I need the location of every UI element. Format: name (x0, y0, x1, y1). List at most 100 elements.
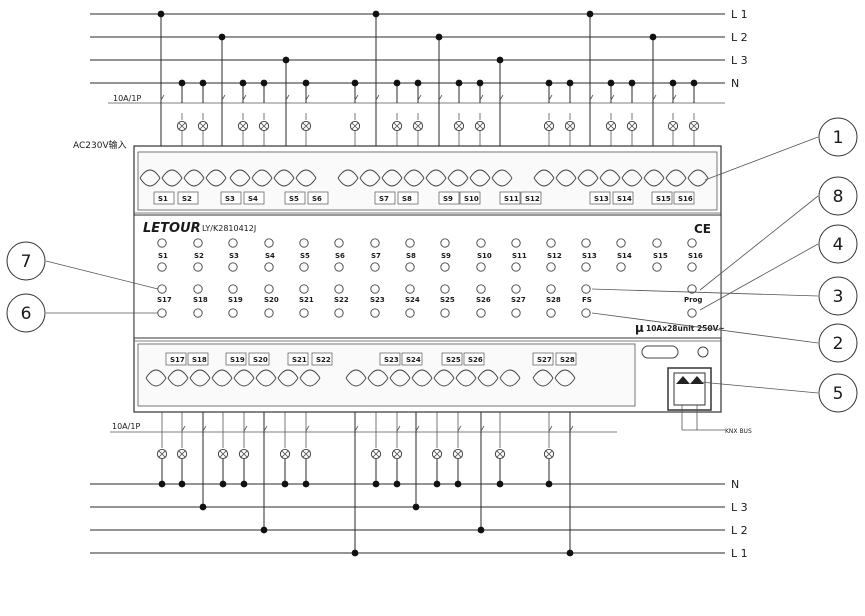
status-led (299, 284, 309, 294)
callout-number: 6 (21, 304, 32, 324)
lamp-cross (607, 122, 615, 130)
callout-number: 5 (833, 384, 844, 404)
terminal-screw (469, 169, 491, 179)
channel-button (581, 308, 591, 318)
switch-contact (375, 94, 380, 101)
status-led (334, 284, 344, 294)
channel-button (370, 308, 380, 318)
junction-dot (690, 79, 698, 87)
status-led (511, 284, 521, 294)
terminal-label-box (311, 352, 333, 366)
lamp-cross (219, 450, 227, 458)
terminal-screw (403, 177, 425, 187)
terminal-screw (533, 177, 555, 187)
switch-contact (672, 94, 677, 101)
channel-label-row1: S1 (158, 252, 168, 260)
junction-dot (433, 480, 441, 488)
top-terminal-label: S6 (312, 195, 322, 203)
channel-button (476, 262, 486, 272)
terminal-screw (167, 369, 189, 379)
lamp-cross (302, 122, 310, 130)
channel-label-row1: S4 (265, 252, 275, 260)
terminal-screw (643, 177, 665, 187)
lamp-cross (433, 450, 441, 458)
terminal-screw (251, 169, 273, 179)
terminal-screw (499, 369, 521, 379)
terminal-screw (273, 177, 295, 187)
terminal-screw (477, 377, 499, 387)
ce-mark: CE (694, 222, 711, 236)
junction-dot (282, 56, 290, 64)
terminal-screw (687, 169, 709, 179)
terminal-screw (189, 377, 211, 387)
status-led (405, 284, 415, 294)
junction-dot (669, 79, 677, 87)
channel-label-row2: S27 (511, 296, 526, 304)
lamp-cross (545, 122, 553, 130)
terminal-screw (411, 369, 433, 379)
terminal-screw (687, 177, 709, 187)
callout-circle (818, 323, 858, 363)
junction-dot (476, 79, 484, 87)
top-terminal-label: S7 (379, 195, 389, 203)
terminal-screw (477, 369, 499, 379)
prog-led (687, 284, 697, 294)
terminal-screw (425, 169, 447, 179)
top-terminal-label: S10 (464, 195, 479, 203)
terminal-label-box (243, 191, 265, 205)
channel-label-row1: S9 (441, 252, 451, 260)
terminal-label-box (673, 191, 695, 205)
channel-label-row2: S23 (370, 296, 385, 304)
terminal-label-box (153, 191, 175, 205)
channel-button (652, 262, 662, 272)
top-line-label: N (731, 77, 739, 90)
lamp-cross (566, 122, 574, 130)
channel-label-row2: S21 (299, 296, 314, 304)
junction-dot (158, 480, 166, 488)
channel-button (546, 308, 556, 318)
terminal-screw (447, 169, 469, 179)
status-led (687, 238, 697, 248)
terminal-screw (577, 177, 599, 187)
status-led (157, 238, 167, 248)
channel-button (476, 308, 486, 318)
switch-contact (221, 94, 226, 101)
top-line-label: L 3 (731, 54, 748, 67)
top-terminal-label: S15 (656, 195, 671, 203)
switch-contact (417, 94, 422, 101)
terminal-screw (665, 169, 687, 179)
junction-dot (414, 79, 422, 87)
status-led (546, 284, 556, 294)
terminal-label-box (379, 352, 401, 366)
top-terminal-label: S2 (182, 195, 192, 203)
bottom-terminal-label: S28 (560, 356, 575, 364)
terminal-screw (555, 169, 577, 179)
status-led (299, 238, 309, 248)
terminal-screw (425, 177, 447, 187)
terminal-screw (345, 369, 367, 379)
terminal-label-box (397, 191, 419, 205)
lamp-cross (393, 122, 401, 130)
junction-dot (281, 480, 289, 488)
channel-label-row1: S15 (653, 252, 668, 260)
terminal-screw (233, 369, 255, 379)
channel-button (581, 262, 591, 272)
junction-dot (302, 480, 310, 488)
switch-contact (202, 425, 207, 432)
top-breaker-label: 10A/1P (113, 94, 141, 103)
terminal-screw (211, 369, 233, 379)
channel-button (228, 262, 238, 272)
terminal-screw (359, 177, 381, 187)
callout-number: 8 (833, 187, 844, 207)
lamp-cross (628, 122, 636, 130)
channel-label-row1: S6 (335, 252, 345, 260)
bottom-terminal-label: S20 (253, 356, 268, 364)
lamp-cross (199, 122, 207, 130)
junction-dot (628, 79, 636, 87)
switch-contact (354, 425, 359, 432)
top-terminal-label: S8 (402, 195, 412, 203)
channel-label-row1: S14 (617, 252, 632, 260)
terminal-screw (367, 369, 389, 379)
